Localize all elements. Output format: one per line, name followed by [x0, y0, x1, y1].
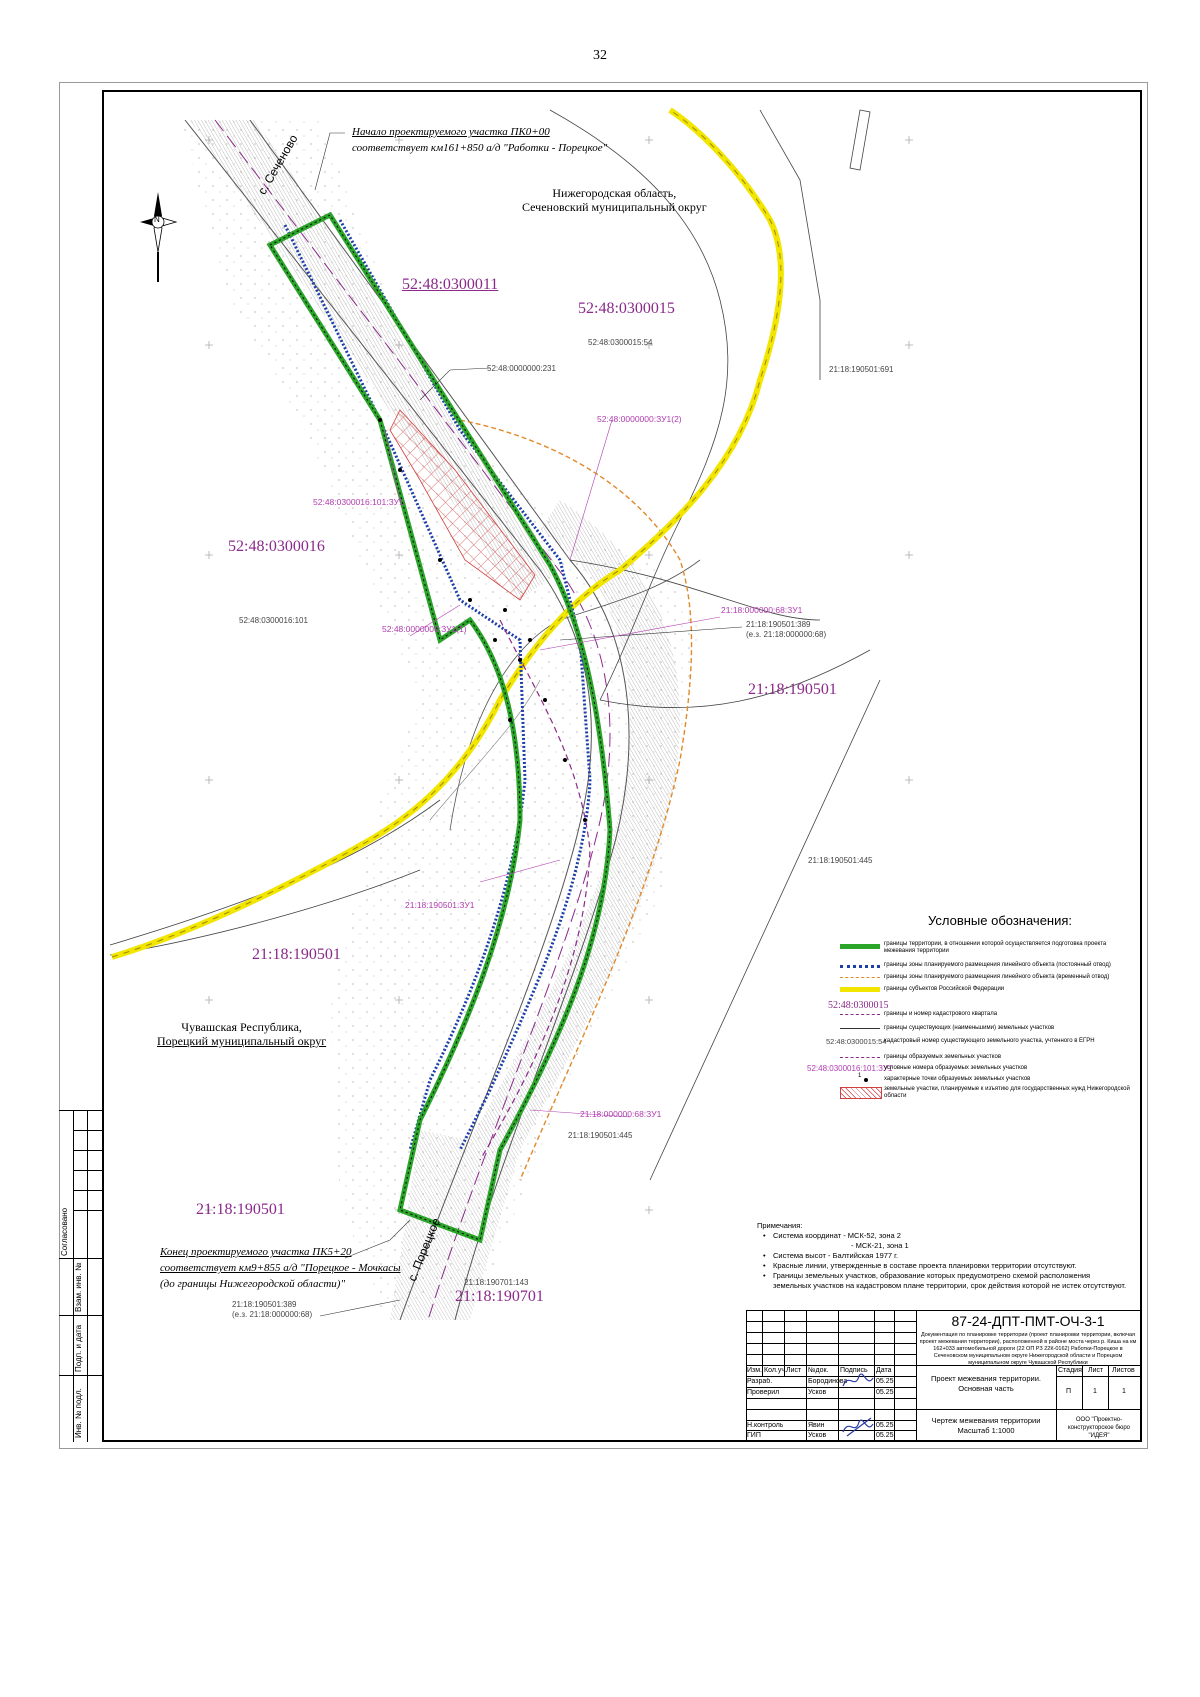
legend-title: Условные обозначения:: [927, 913, 1073, 928]
quarter-label: 21:18:190501: [252, 946, 341, 963]
start-note: Начало проектируемого участка ПК0+00 соо…: [352, 126, 608, 154]
parcel-label: 21:18:190501:691: [829, 365, 894, 374]
signature-2: [842, 1417, 874, 1437]
legend-item: границы образуемых земельных участков: [840, 1054, 1140, 1063]
region-chuvash: Чувашская Республика, Порецкий муниципал…: [157, 1020, 327, 1048]
outer-frame: [59, 82, 1148, 1449]
quarter-label: 52:48:0300011: [402, 276, 499, 293]
parcel-label: 52:48:0300016:101: [239, 616, 308, 625]
legend-symbol-orange: [840, 977, 880, 978]
parcel-label: 52:48:0300015:54: [588, 338, 653, 347]
parcel-label: 21:18:190501:445: [568, 1131, 633, 1140]
notes-title: Примечания:: [757, 1221, 803, 1230]
drawing-code: 87-24-ДПТ-ПМТ-ОЧ-3-1: [951, 1313, 1105, 1329]
north-arrow-icon: [140, 192, 178, 282]
legend-item: 52:48:0300015:54 кадастровый номер сущес…: [826, 1037, 1095, 1046]
legend-item: границы существующих (наименьшими) земел…: [840, 1025, 1140, 1034]
subject-boundary: [111, 107, 784, 960]
parcel-label: 21:18:190501:445: [808, 856, 873, 865]
title-block: 87-24-ДПТ-ПМТ-ОЧ-3-1 Документация по пла…: [746, 1310, 1140, 1441]
page-number: 32: [593, 48, 607, 63]
north-letter: N: [154, 215, 160, 224]
notes: Примечания: Система координат - МСК-52, …: [757, 1221, 1127, 1291]
organization: ООО "Проектно-конструкторское бюро "ИДЕЯ…: [1067, 1417, 1131, 1439]
side-stamp: Согласовано Взам. инв. № Подп. и дата Ин…: [59, 1110, 102, 1442]
river-2: [429, 679, 541, 821]
parcel-label: (е.з. 21:18:000000:68): [232, 1310, 313, 1319]
legend: Условные обозначения: границы территории…: [807, 913, 1140, 1099]
legend-item: границы зоны планируемого размещения лин…: [840, 974, 1140, 983]
quarter-label: 21:18:190701: [455, 1288, 544, 1305]
structure-top-right: [849, 109, 871, 171]
quarter-label: 21:18:190501: [748, 681, 837, 698]
new-parcel-label: 52:48:0000000:ЗУ1(2): [597, 414, 682, 424]
new-parcel-label: 21:18:190501:ЗУ1: [405, 900, 475, 910]
signature-1: [842, 1373, 874, 1387]
legend-symbol-green: [840, 944, 880, 949]
quarter-label: 52:48:0300016: [228, 538, 325, 555]
temporary-allotment-boundary: [459, 419, 693, 1181]
drawing-frame: [102, 90, 1142, 1442]
region-nizhny: Нижегородская область, Сеченовский муниц…: [522, 186, 707, 214]
note-item: Система высот - Балтийская 1977 г.: [757, 1251, 1127, 1261]
legend-item: 1 характерные точки образуемых земельных…: [858, 1073, 1031, 1082]
note-item: Красные линии, утвержденные в составе пр…: [757, 1261, 1127, 1271]
new-parcel-label: 21:18:000000:68:ЗУ1: [721, 605, 803, 615]
legend-item: 52:48:0300016:101:ЗУ1 условные номера об…: [807, 1064, 1028, 1073]
quarter-label: 52:48:0300015: [578, 300, 675, 317]
cadastral-map: [109, 107, 913, 1321]
legend-item: 52:48:0300015 границы и номер кадастрово…: [828, 1000, 998, 1017]
legend-symbol-blue: [840, 965, 880, 968]
leader-lines: [314, 132, 743, 1317]
new-parcel-label: 52:48:0300016:101:ЗУ1: [313, 497, 404, 507]
legend-item: границы субъектов Российской Федерации: [840, 986, 1140, 995]
new-parcel-label: 52:48:0000000:ЗУ1(1): [382, 624, 467, 634]
characteristic-points: [378, 418, 587, 822]
parcel-label: (е.з. 21:18:000000:68): [746, 630, 827, 639]
legend-item: границы зоны планируемого размещения лин…: [840, 962, 1140, 971]
withdrawal-area: [389, 409, 536, 601]
drawing-description: Документация по планировке территории (п…: [919, 1332, 1137, 1366]
parcel-boundaries: [109, 109, 881, 1181]
legend-item: границы территории, в отношении которой …: [840, 941, 1140, 957]
parcel-label: 21:18:190701:143: [464, 1278, 529, 1287]
new-parcel-label: 21:18:000000:68:ЗУ1: [580, 1109, 662, 1119]
parcel-label: 52:48:0000000:231: [487, 364, 556, 373]
road-slopes-curve: [470, 500, 680, 1150]
note-item: Границы земельных участков, образование …: [757, 1271, 1127, 1291]
parcel-label: 21:18:190501:389: [232, 1300, 297, 1309]
end-note: Конец проектируемого участка ПК5+20 соот…: [160, 1246, 401, 1290]
permanent-allotment-boundary: [283, 219, 592, 1151]
legend-symbol-yellow: [840, 987, 880, 992]
quarter-label: 21:18:190501: [196, 1201, 285, 1218]
note-item: Система координат - МСК-52, зона 2: [757, 1231, 1127, 1241]
parcel-label: 21:18:190501:389: [746, 620, 811, 629]
legend-item: земельные участки, планируемые к изъятию…: [840, 1086, 1140, 1102]
zu-leaders: [384, 419, 721, 1118]
note-item: - МСК-21, зона 1: [851, 1241, 909, 1250]
new-parcel-boundary: [479, 619, 591, 1161]
road-slopes-south: [390, 1130, 520, 1320]
